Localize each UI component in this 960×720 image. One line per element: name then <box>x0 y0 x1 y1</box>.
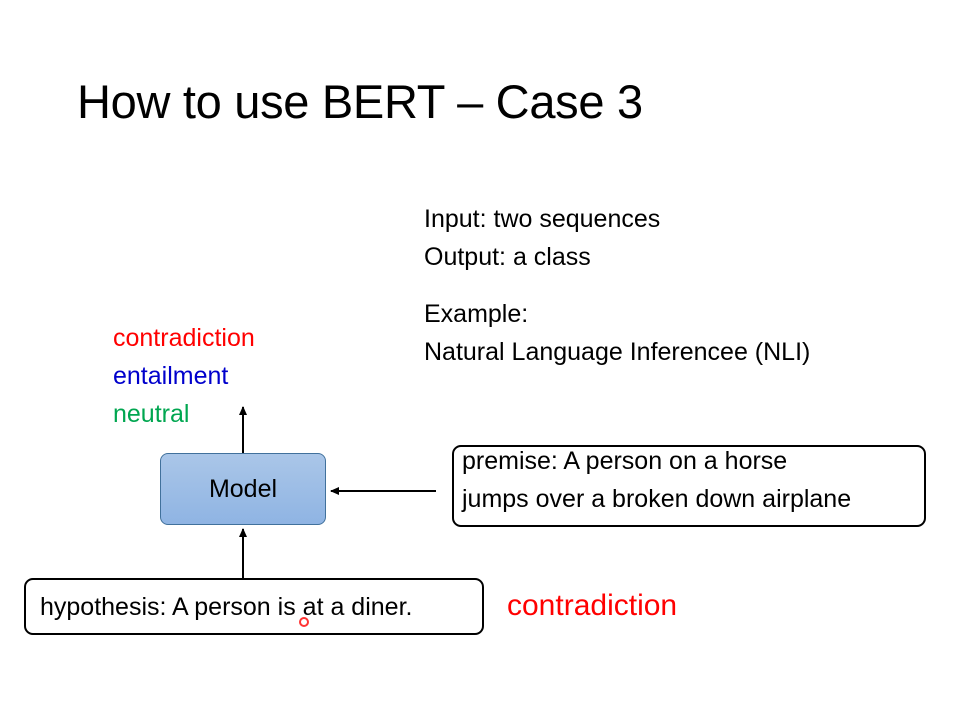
model-box: Model <box>160 453 326 525</box>
hypothesis-text: hypothesis: A person is at a diner. <box>40 593 413 621</box>
class-entailment: entailment <box>113 362 229 390</box>
premise-box: premise: A person on a horse jumps over … <box>452 445 926 527</box>
result-label: contradiction <box>507 589 678 622</box>
input-description: Input: two sequences <box>424 205 661 233</box>
slide-title: How to use BERT – Case 3 <box>77 75 643 128</box>
class-neutral: neutral <box>113 400 190 428</box>
hypothesis-box: hypothesis: A person is at a diner. <box>24 578 484 635</box>
example-task: Natural Language Inferencee (NLI) <box>424 338 811 366</box>
example-label: Example: <box>424 300 529 328</box>
class-contradiction: contradiction <box>113 324 255 352</box>
cursor-pointer-icon <box>299 617 309 627</box>
output-description: Output: a class <box>424 243 591 271</box>
premise-line-1: premise: A person on a horse <box>462 447 788 475</box>
premise-line-2: jumps over a broken down airplane <box>462 485 852 513</box>
model-label: Model <box>208 474 278 503</box>
